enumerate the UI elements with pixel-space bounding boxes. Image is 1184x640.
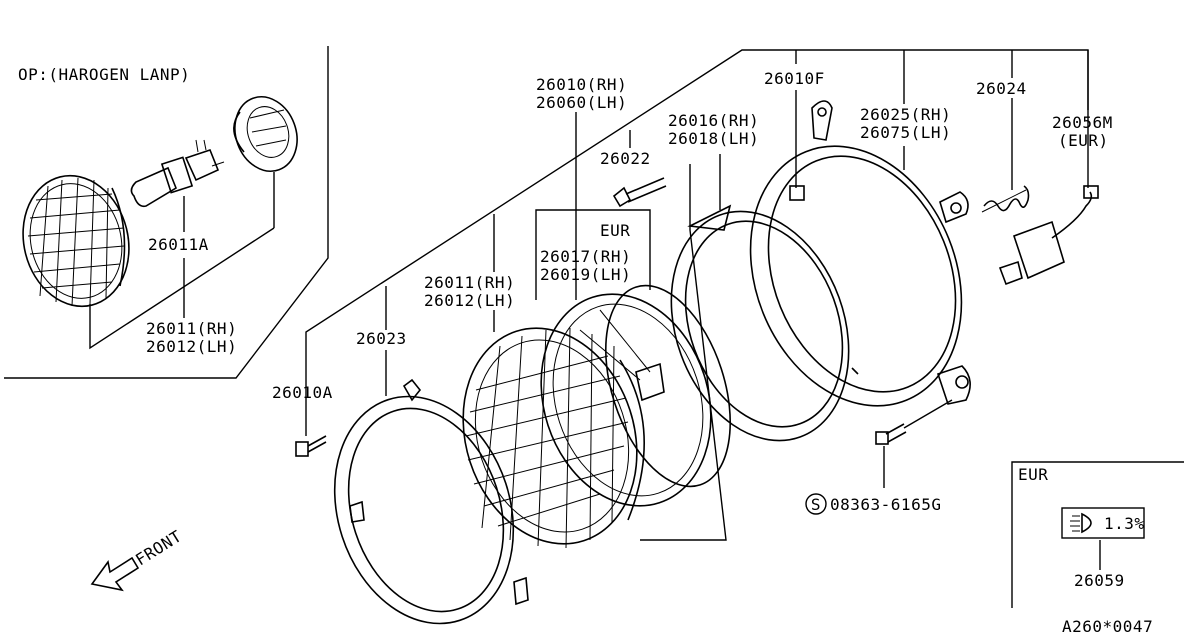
headlamp-level-icon (1070, 512, 1092, 534)
screw-26022-drawing (612, 177, 667, 208)
label-26010A: 26010A (272, 383, 333, 402)
lamp-rh-label: 26011(RH) (146, 319, 237, 338)
leveling-label-badge (1061, 507, 1145, 539)
halogen-bulb-drawing (130, 139, 225, 232)
label-26060-lh: 26060(LH) (536, 93, 627, 112)
bulb-part-label: 26011A (148, 235, 209, 254)
s-symbol-icon (805, 493, 827, 515)
label-26022: 26022 (600, 149, 651, 168)
label-screw-code: 08363-6165G (830, 495, 941, 514)
socket-drawing (998, 185, 1099, 286)
label-eur-tag: EUR (600, 221, 630, 240)
label-26017-rh: 26017(RH) (540, 247, 631, 266)
mounting-ring-drawing (670, 204, 850, 442)
screw-26010F-drawing (789, 185, 805, 201)
retaining-ring-drawing (333, 378, 529, 625)
sealed-beam-drawing (462, 327, 645, 549)
screw-code: S 08363-6165G (805, 493, 941, 515)
diagram-id: A260*0047 (1062, 617, 1153, 636)
option-box: OP:(HAROGEN LANP) 26011A 260 (4, 46, 329, 379)
label-26019-lh: 26019(LH) (540, 265, 631, 284)
part-labels: 26010(RH) 26060(LH) 26010F 26024 26016(R… (272, 69, 1113, 402)
eur-part-label: 26059 (1074, 571, 1125, 590)
option-box-title: OP:(HAROGEN LANP) (18, 65, 190, 84)
front-arrow-icon (90, 556, 140, 592)
leader-lines (305, 49, 1089, 541)
label-26056M-note: (EUR) (1058, 131, 1109, 150)
lamp-lh-label: 26012(LH) (146, 337, 237, 356)
label-26016-rh: 26016(RH) (668, 111, 759, 130)
label-26024: 26024 (976, 79, 1027, 98)
eur-box-title: EUR (1018, 465, 1048, 484)
screw-08363-drawing (875, 399, 953, 445)
front-arrow: FRONT (90, 526, 185, 592)
label-26056M: 26056M (1052, 113, 1113, 132)
label-26023: 26023 (356, 329, 407, 348)
eur-reflector-drawing (540, 284, 732, 507)
spring-drawing (981, 185, 1030, 213)
front-label: FRONT (132, 526, 185, 569)
label-26010-rh: 26010(RH) (536, 75, 627, 94)
label-26075-lh: 26075(LH) (860, 123, 951, 142)
label-26010F: 26010F (764, 69, 825, 88)
label-26011-rh: 26011(RH) (424, 273, 515, 292)
badge-text: 1.3% (1104, 514, 1145, 533)
screw-26010A-drawing (295, 435, 327, 457)
option-box-border (4, 46, 329, 379)
label-26025-rh: 26025(RH) (860, 105, 951, 124)
halogen-socket-drawing (233, 96, 298, 228)
label-26018-lh: 26018(LH) (668, 129, 759, 148)
halogen-lens-drawing (22, 174, 130, 308)
label-26012-lh: 26012(LH) (424, 291, 515, 310)
housing-drawing (749, 100, 971, 407)
screw-symbol-letter: S (811, 495, 821, 514)
eur-box: EUR 1.3% 26059 (1011, 461, 1184, 608)
